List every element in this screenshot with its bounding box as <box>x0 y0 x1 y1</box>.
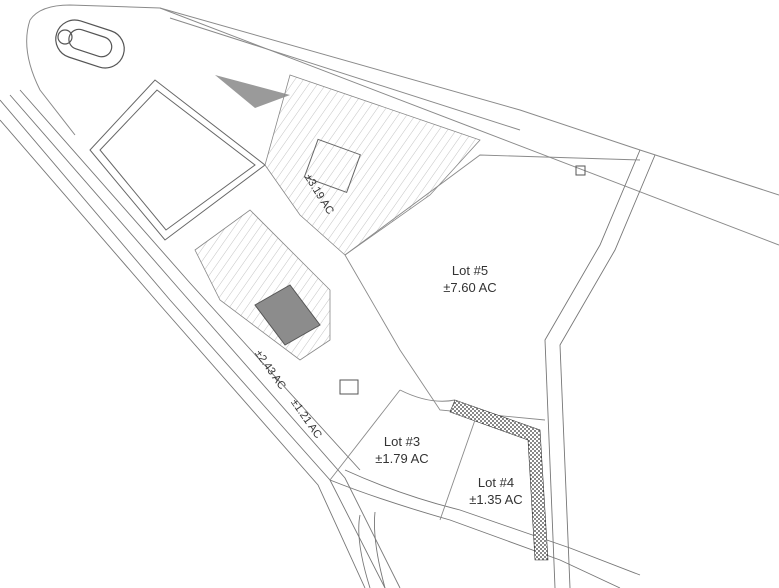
field <box>89 79 266 241</box>
buildings <box>254 138 361 395</box>
lot-4-area: ±1.35 AC <box>469 492 523 507</box>
lot-5-name: Lot #5 <box>451 263 489 278</box>
hatched-walkway <box>449 399 549 561</box>
lot-3-name: Lot #3 <box>383 434 421 449</box>
lot-4-label: Lot #4 ±1.35 AC <box>456 474 536 508</box>
lot-3-area: ±1.79 AC <box>375 451 429 466</box>
grey-triangle <box>215 75 290 108</box>
parking-areas <box>194 74 481 361</box>
property-boundary <box>26 4 779 246</box>
lot-5-area: ±7.60 AC <box>443 280 497 295</box>
highway <box>0 89 401 588</box>
lot-3-label: Lot #3 ±1.79 AC <box>362 433 442 467</box>
lot-5-label: Lot #5 ±7.60 AC <box>430 262 510 296</box>
marker-square <box>575 165 586 176</box>
east-road <box>544 149 656 588</box>
lot-4-name: Lot #4 <box>477 475 515 490</box>
race-track <box>55 19 125 69</box>
south-road <box>329 469 641 588</box>
